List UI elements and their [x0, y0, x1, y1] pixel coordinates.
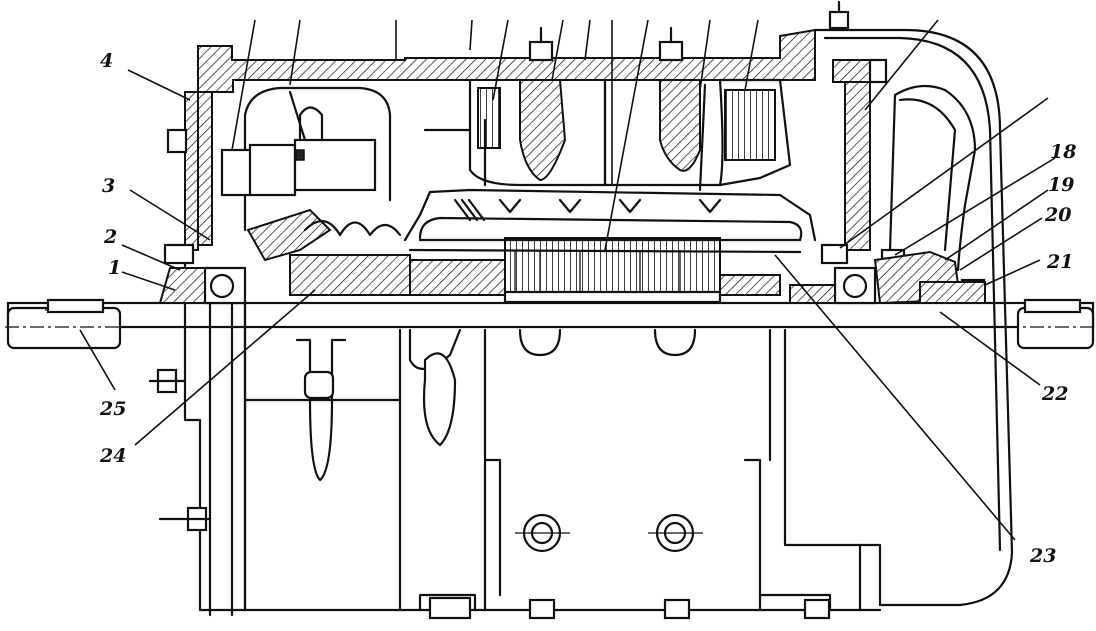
callout-25: 25 [99, 398, 126, 420]
fan [888, 84, 977, 272]
callout-21: 21 [1046, 251, 1073, 273]
callout-3: 3 [102, 175, 115, 197]
callout-23: 23 [1029, 545, 1056, 567]
callout-2: 2 [103, 226, 117, 248]
callout-24: 24 [99, 445, 126, 467]
callout-1: 1 [108, 257, 121, 279]
shaft [5, 298, 1095, 350]
stator-frame [183, 28, 1014, 617]
lower-features [295, 328, 831, 620]
callout-leaders [79, 69, 1056, 541]
callout-18: 18 [1050, 141, 1076, 163]
brush-gear [220, 86, 402, 262]
callout-19: 19 [1048, 174, 1074, 196]
callout-22: 22 [1041, 383, 1068, 405]
armature [289, 188, 817, 304]
callout-4: 4 [100, 50, 113, 72]
callout-labels: 4 3 2 1 18 19 20 21 22 23 24 25 [99, 50, 1076, 567]
bearings [158, 250, 986, 305]
callout-20: 20 [1044, 204, 1071, 226]
field-poles [423, 78, 792, 192]
upper-leaders [231, 19, 1049, 251]
